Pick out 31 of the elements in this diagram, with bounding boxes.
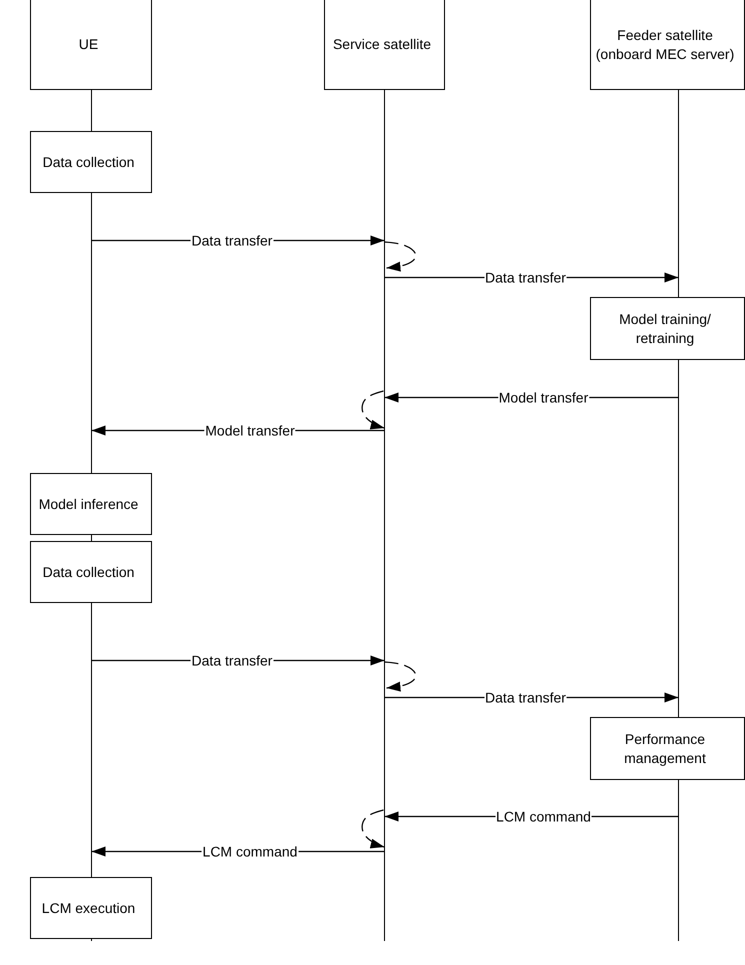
activity-box — [590, 717, 745, 780]
activity-label: Data collection — [42, 562, 134, 582]
edge-label: LCM command — [202, 844, 298, 860]
edge-label: Data transfer — [190, 652, 274, 668]
lifeline — [384, 90, 385, 941]
activity-label: Model inference — [38, 494, 138, 514]
participant-name: UE — [78, 35, 98, 54]
activity-label: Data collection — [42, 152, 134, 172]
edge-label: Data transfer — [484, 690, 567, 706]
edge-label: Data transfer — [484, 270, 567, 286]
relay-arrow — [362, 809, 385, 848]
activity-label: Model training/ retraining — [618, 310, 712, 347]
relay-arrow — [384, 241, 416, 272]
participant-box — [590, 0, 745, 90]
activity-box — [30, 131, 152, 193]
relay-arrow — [362, 390, 385, 430]
edge-label: LCM command — [495, 808, 592, 824]
activity-box — [590, 297, 745, 360]
participant-box — [324, 0, 445, 90]
relay-arrow — [384, 661, 416, 692]
participant-name: Feeder satellite (onboard MEC server) — [594, 26, 736, 63]
activity-label: LCM execution — [42, 898, 136, 918]
activity-label: Performance management — [623, 730, 707, 767]
activity-box — [30, 473, 152, 535]
participant-name: Service satellite — [332, 35, 432, 54]
edge-label: Model transfer — [498, 390, 590, 406]
participant-box — [30, 0, 152, 90]
activity-box — [30, 541, 152, 603]
activity-box — [30, 877, 152, 939]
edge-label: Model transfer — [204, 422, 296, 438]
edge-label: Data transfer — [190, 232, 274, 248]
